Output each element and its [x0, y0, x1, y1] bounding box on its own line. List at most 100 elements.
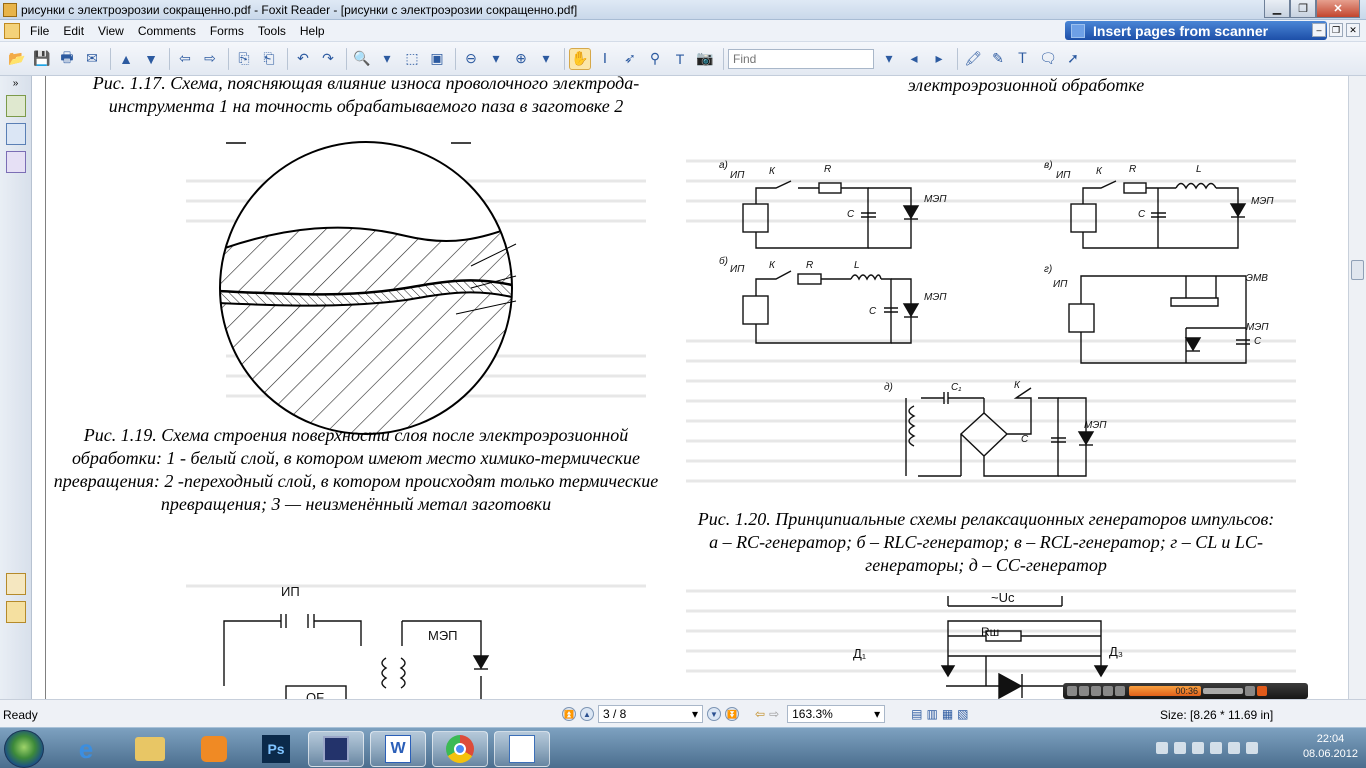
undo-icon[interactable]: ↶ [297, 50, 309, 66]
media-progress[interactable]: 00:36 [1129, 686, 1201, 696]
pencil-icon[interactable]: ✎ [992, 50, 1004, 66]
stop-icon[interactable] [1091, 686, 1101, 696]
typewriter-icon[interactable]: Ꭲ [1018, 50, 1028, 66]
document-view[interactable]: Рис. 1.17. Схема, поясняющая влияние изн… [45, 76, 1348, 699]
menu-comments[interactable]: Comments [137, 23, 196, 38]
volume-slider[interactable] [1203, 688, 1243, 694]
status-ready: Ready [3, 708, 38, 722]
zoom-icon[interactable]: 🔍 [353, 50, 371, 66]
action-center-icon[interactable] [1210, 742, 1222, 754]
find-dropdown-icon[interactable]: ▾ [885, 50, 893, 66]
zoom-dropdown-icon[interactable]: ▾ [874, 707, 881, 721]
media-close-icon[interactable] [1257, 686, 1267, 696]
first-page-icon[interactable]: ⏫ [562, 707, 576, 721]
back-icon[interactable]: ⇦ [179, 50, 191, 66]
keyboard-icon[interactable] [1228, 742, 1240, 754]
text-tool-icon[interactable]: T [675, 50, 685, 67]
expand-panel-icon[interactable]: » [12, 78, 19, 89]
save-disk-icon[interactable] [308, 731, 364, 767]
doc-close-button[interactable]: ✕ [1346, 23, 1360, 37]
zoom-out-dropdown-icon[interactable]: ▾ [492, 50, 500, 66]
zoom-out-icon[interactable]: ⊖ [465, 50, 477, 66]
media-player-icon[interactable] [186, 731, 242, 767]
photoshop-icon[interactable]: Ps [248, 731, 304, 767]
layers-icon[interactable] [6, 151, 26, 173]
clock[interactable]: 22:04 08.06.2012 [1303, 732, 1358, 762]
next-page-icon[interactable]: ▼ [144, 50, 158, 67]
save-icon[interactable]: 💾 [33, 50, 51, 66]
pause-icon[interactable] [1079, 686, 1089, 696]
network-icon[interactable] [1192, 742, 1204, 754]
vertical-scrollbar[interactable] [1348, 76, 1366, 699]
page-dropdown-icon[interactable]: ▾ [691, 707, 698, 721]
close-button[interactable]: ✕ [1316, 0, 1360, 18]
chrome-icon[interactable] [432, 731, 488, 767]
find-input[interactable] [728, 48, 874, 69]
previous-page-icon[interactable]: ▲ [580, 707, 594, 721]
comments-panel-icon[interactable] [6, 573, 26, 595]
find-tool-icon[interactable]: ⚲ [649, 50, 661, 66]
media-player-bar[interactable]: 00:36 [1063, 683, 1308, 699]
doc-restore-button[interactable]: ❐ [1329, 23, 1343, 37]
menu-edit[interactable]: Edit [63, 23, 85, 38]
zoom-in-icon[interactable]: ⊕ [515, 50, 527, 66]
select-text-icon[interactable]: Ⅰ [602, 50, 608, 66]
prev-track-icon[interactable] [1103, 686, 1113, 696]
hand-tool-icon[interactable]: ✋ [569, 47, 591, 70]
attachments-icon[interactable] [6, 601, 26, 623]
forward-nav-icon[interactable]: ⇨ [769, 707, 780, 721]
zoom-dropdown-icon[interactable]: ▾ [383, 50, 391, 66]
bookmarks-icon[interactable] [6, 95, 26, 117]
menu-forms[interactable]: Forms [209, 23, 244, 38]
fit-width-icon[interactable]: ▣ [430, 50, 444, 66]
single-page-icon[interactable]: ▤ [911, 707, 923, 721]
zoom-field[interactable]: 163.3%▾ [787, 705, 886, 723]
continuous-facing-icon[interactable]: ▧ [957, 707, 969, 721]
find-previous-icon[interactable]: ◂ [910, 50, 918, 66]
back-nav-icon[interactable]: ⇦ [755, 707, 766, 721]
scrollbar-thumb[interactable] [1351, 260, 1364, 280]
doc-minimize-button[interactable]: – [1312, 23, 1326, 37]
insert-pages-banner[interactable]: Insert pages from scanner [1065, 21, 1327, 40]
ie-icon[interactable]: e [78, 733, 94, 764]
menu-tools[interactable]: Tools [257, 23, 286, 38]
menu-view[interactable]: View [98, 23, 124, 38]
insert-page-icon[interactable]: ⎘ [238, 50, 250, 66]
foxit-icon[interactable] [494, 731, 550, 767]
start-button[interactable] [4, 730, 44, 768]
arrow-tool-icon[interactable]: ➚ [1067, 50, 1079, 66]
next-track-icon[interactable] [1115, 686, 1125, 696]
open-icon[interactable]: 📂 [8, 50, 26, 66]
email-icon[interactable]: ✉ [86, 50, 98, 66]
minimize-button[interactable]: ▁ [1264, 0, 1290, 18]
select-arrow-icon[interactable]: ➶ [624, 50, 636, 66]
menu-help[interactable]: Help [299, 23, 325, 38]
snapshot-icon[interactable]: 📷 [696, 50, 714, 66]
menu-file[interactable]: File [30, 23, 50, 38]
extract-page-icon[interactable]: ⎗ [263, 50, 275, 66]
find-next-icon[interactable]: ▸ [935, 50, 943, 66]
volume-icon[interactable] [1174, 742, 1186, 754]
maximize-button[interactable]: ❐ [1290, 0, 1316, 18]
last-page-icon[interactable]: ⏬ [725, 707, 739, 721]
page-number-field[interactable]: 3 / 8▾ [598, 705, 703, 723]
forward-icon[interactable]: ⇨ [204, 50, 216, 66]
prev-page-icon[interactable]: ▲ [119, 50, 133, 67]
power-icon[interactable] [1246, 742, 1258, 754]
facing-icon[interactable]: ▦ [941, 707, 954, 721]
tray-arrow-icon[interactable] [1156, 742, 1168, 754]
explorer-icon[interactable] [122, 731, 178, 767]
label-k-b: К [769, 260, 775, 271]
highlight-icon[interactable]: 🖍 [964, 50, 982, 66]
note-icon[interactable]: 🗨 [1039, 50, 1057, 66]
fit-page-icon[interactable]: ⬚ [405, 50, 419, 66]
word-icon[interactable]: W [370, 731, 426, 767]
print-icon[interactable]: 🖶 [60, 48, 74, 65]
redo-icon[interactable]: ↷ [322, 50, 334, 66]
pages-icon[interactable] [6, 123, 26, 145]
media-menu-icon[interactable] [1245, 686, 1255, 696]
zoom-in-dropdown-icon[interactable]: ▾ [542, 50, 550, 66]
next-page-nav-icon[interactable]: ▼ [707, 707, 721, 721]
continuous-icon[interactable]: ▥ [926, 707, 938, 721]
play-icon[interactable] [1067, 686, 1077, 696]
